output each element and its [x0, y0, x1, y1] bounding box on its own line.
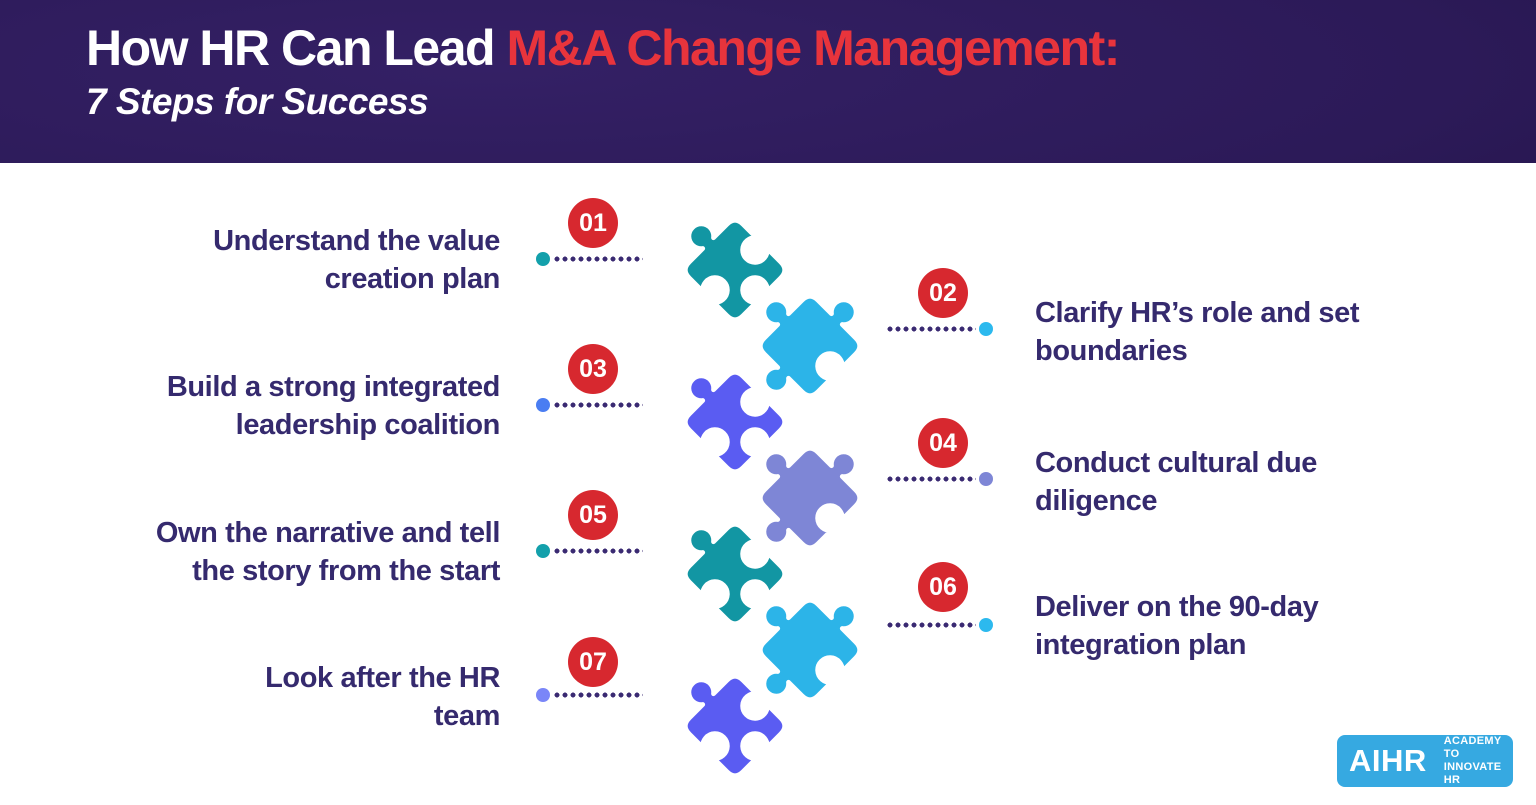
step-1-dotted-line [553, 256, 643, 262]
step-7-dot-icon [536, 688, 550, 702]
aihr-logo: AIHR ACADEMY TO INNOVATE HR [1337, 735, 1513, 787]
step-3-dotted-line [553, 402, 643, 408]
puzzle-piece-4 [757, 445, 863, 551]
step-3-text: Build a strong integrated leadership coa… [80, 368, 501, 444]
step-3-dot-icon [536, 398, 550, 412]
step-1-line2: creation plan [324, 263, 501, 295]
puzzle-piece-2 [757, 293, 863, 399]
logo-tagline: ACADEMY TO INNOVATE HR [1444, 735, 1502, 787]
step-5-text: Own the narrative and tell the story fro… [80, 514, 501, 590]
step-5-line1: Own the narrative and tell [155, 517, 501, 549]
page-subtitle: 7 Steps for Success [86, 81, 429, 122]
step-1-line1: Understand the value [213, 225, 500, 257]
step-5-connector [536, 544, 643, 558]
step-4-text: Conduct cultural due diligence [1035, 444, 1455, 520]
step-6-number-badge: 06 [918, 562, 968, 612]
step-6-dot-icon [979, 618, 993, 632]
step-4-dot-icon [979, 472, 993, 486]
puzzle-pieces-graphic [682, 217, 863, 779]
step-7-connector [536, 688, 643, 702]
logo-tagline-line2: INNOVATE HR [1443, 761, 1502, 786]
step-2-dot-icon [979, 322, 993, 336]
step-2-line2: boundaries [1035, 335, 1188, 367]
page-title-white: How HR Can Lead [86, 20, 507, 76]
aihr-logo-wordmark: AIHR [1349, 743, 1427, 778]
step-6-dotted-line [886, 622, 976, 628]
step-6-line2: integration plan [1035, 629, 1247, 661]
step-1-text: Understand the value creation plan [80, 222, 500, 298]
step-1-dot-icon [536, 252, 550, 266]
step-2-number-badge: 02 [918, 268, 968, 318]
puzzle-piece-5 [682, 521, 788, 627]
puzzle-piece-7 [682, 673, 788, 779]
step-1-connector [536, 252, 643, 266]
step-5-line2: the story from the start [192, 555, 500, 587]
puzzle-piece-1 [682, 217, 788, 323]
step-1-number-badge: 01 [568, 198, 618, 248]
step-7-text: Look after the HR team [80, 659, 500, 735]
step-6-line1: Deliver on the 90-day [1035, 591, 1319, 623]
step-3-connector [536, 398, 643, 412]
step-7-number-badge: 07 [568, 637, 618, 687]
page-title: How HR Can Lead M&A Change Management: [86, 20, 1536, 77]
step-4-line1: Conduct cultural due [1035, 447, 1318, 479]
step-4-number-badge: 04 [918, 418, 968, 468]
step-7-line1: Look after the HR [265, 662, 500, 694]
puzzle-piece-3 [682, 369, 788, 475]
step-6-connector [886, 618, 993, 632]
step-4-line2: diligence [1035, 485, 1158, 517]
header-banner: How HR Can Lead M&A Change Management: 7… [0, 0, 1536, 163]
step-4-connector [886, 472, 993, 486]
step-3-line2: leadership coalition [235, 409, 501, 441]
step-6-text: Deliver on the 90-day integration plan [1035, 588, 1455, 664]
step-4-dotted-line [886, 476, 976, 482]
step-5-dotted-line [553, 548, 643, 554]
page-title-red: M&A Change Management: [506, 20, 1120, 76]
step-7-dotted-line [553, 692, 643, 698]
puzzle-piece-6 [757, 597, 863, 703]
step-3-line1: Build a strong integrated [166, 371, 501, 403]
step-2-text: Clarify HR’s role and set boundaries [1035, 294, 1455, 370]
step-2-line1: Clarify HR’s role and set [1035, 297, 1360, 329]
step-7-line2: team [433, 700, 501, 732]
logo-tagline-line1: ACADEMY TO [1443, 735, 1502, 760]
step-5-number-badge: 05 [568, 490, 618, 540]
step-2-connector [886, 322, 993, 336]
step-5-dot-icon [536, 544, 550, 558]
step-3-number-badge: 03 [568, 344, 618, 394]
step-2-dotted-line [886, 326, 976, 332]
